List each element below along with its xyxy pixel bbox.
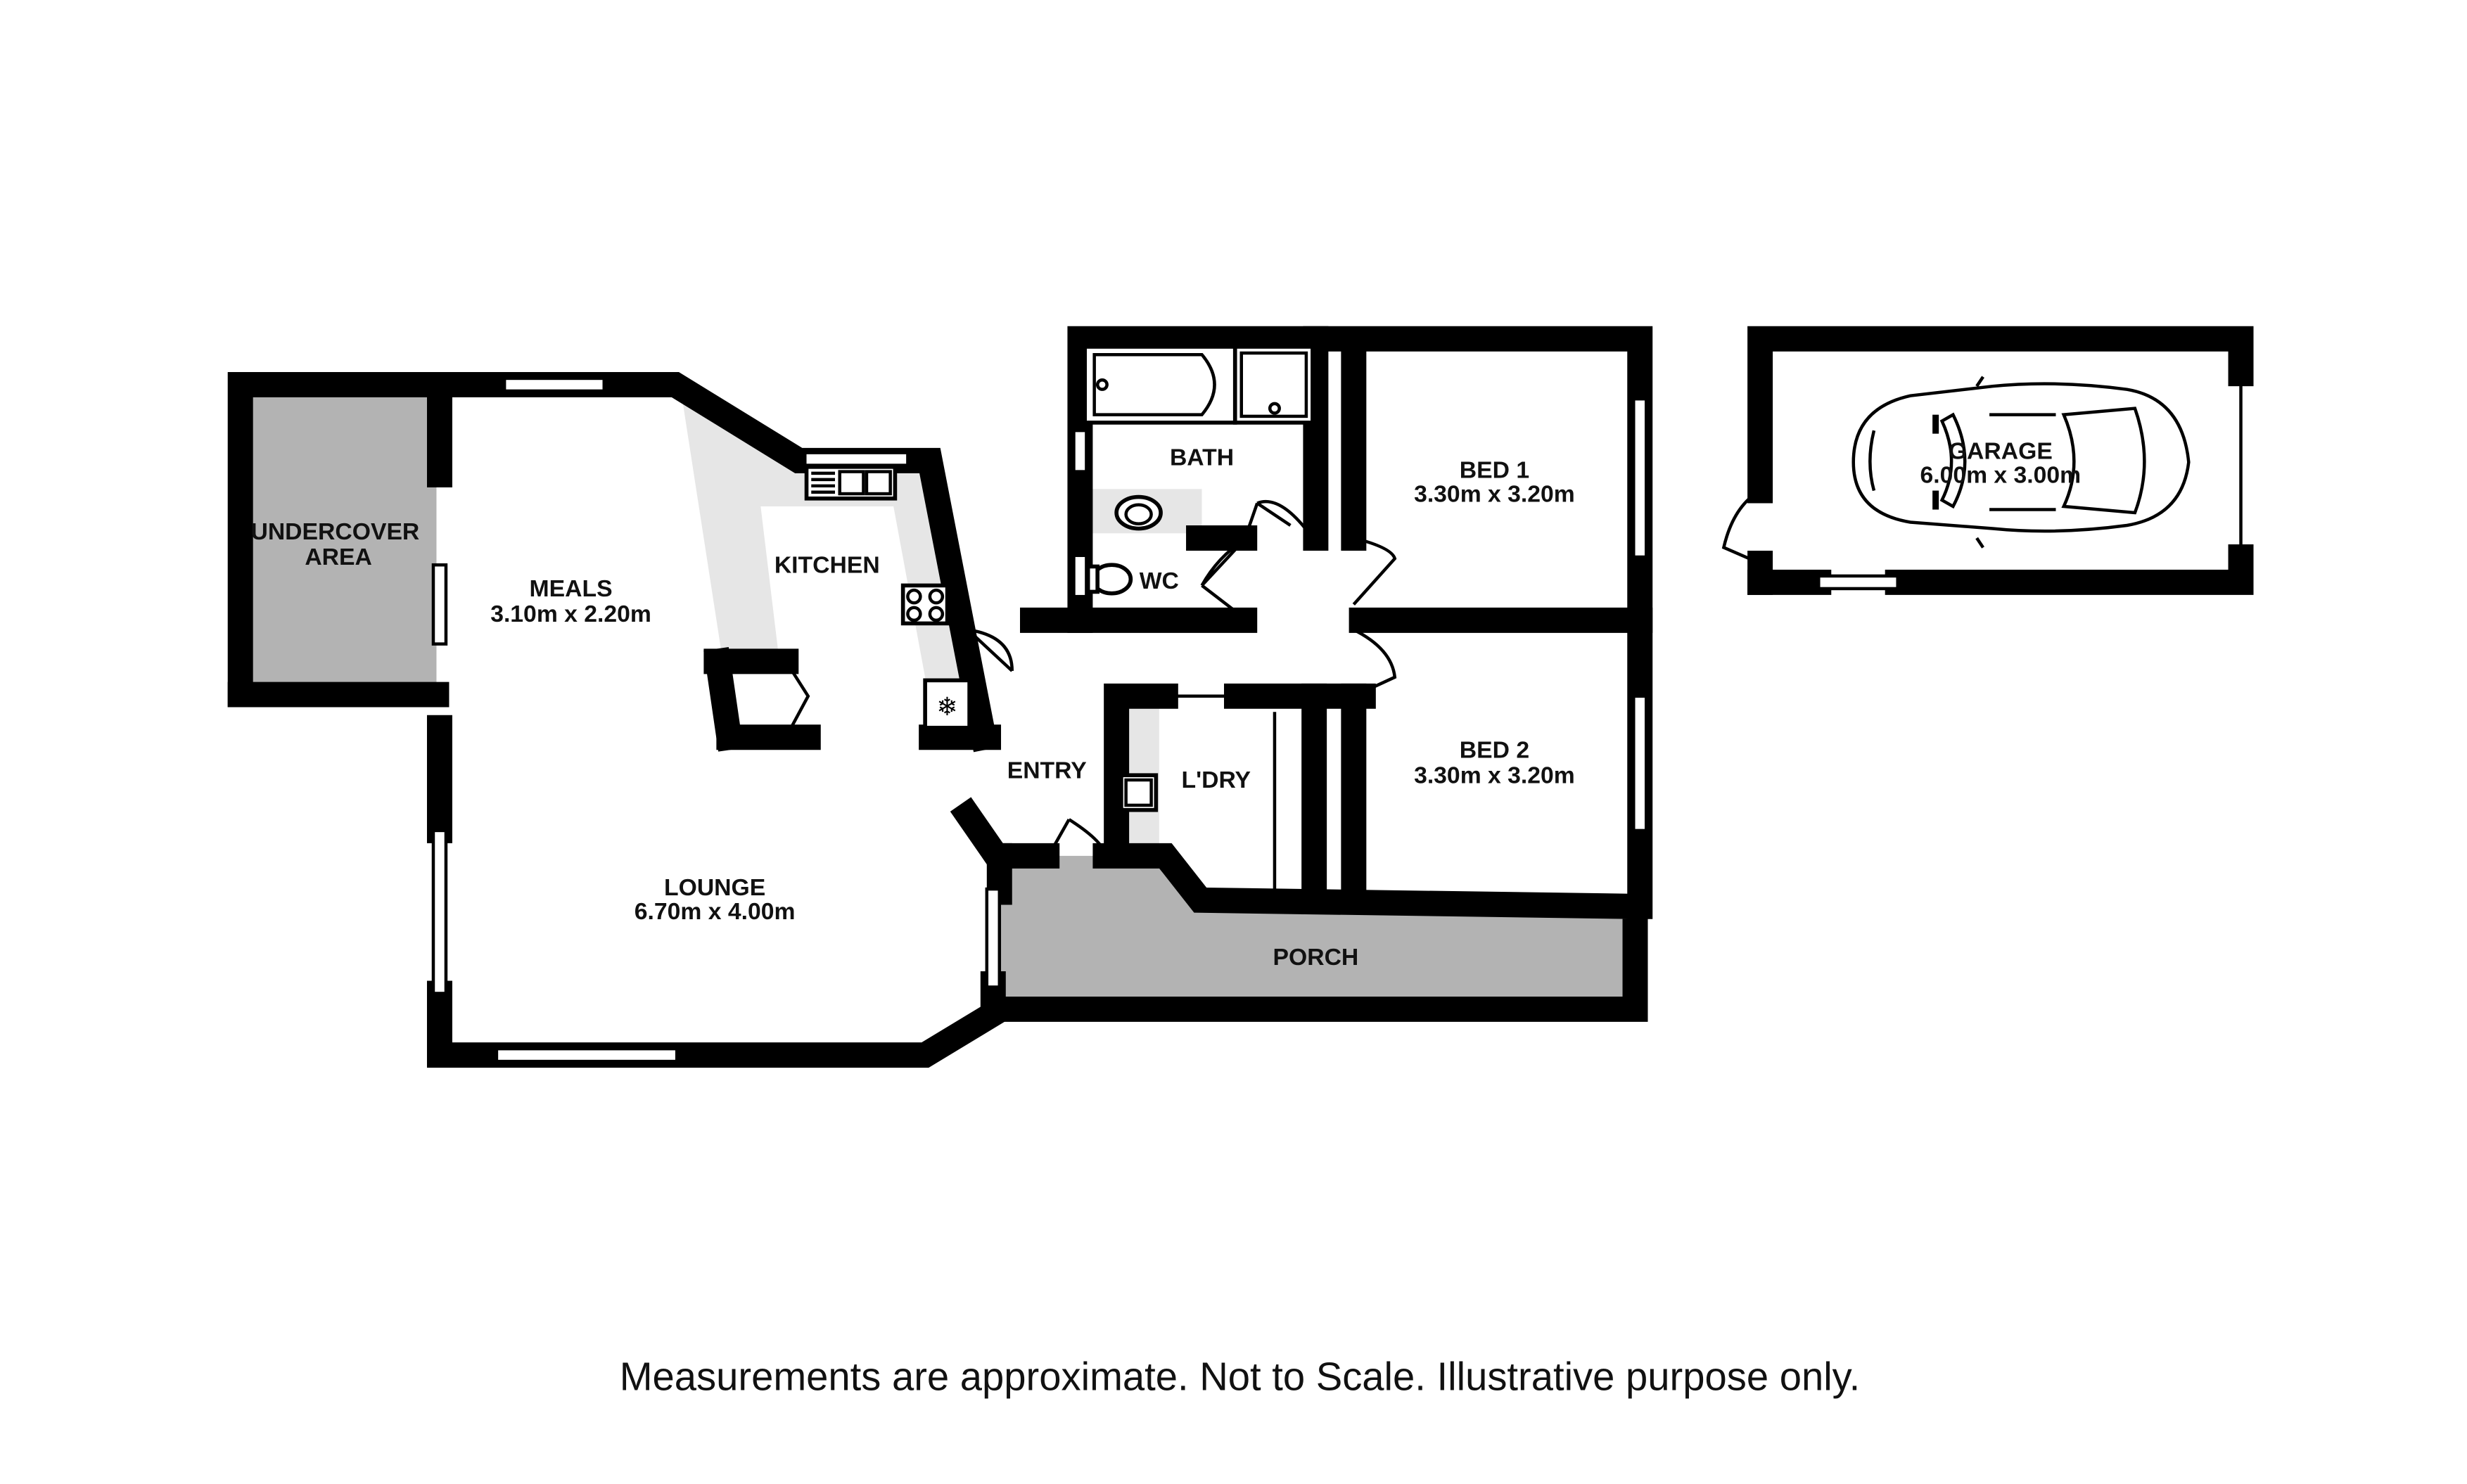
garage-walls xyxy=(1747,326,2254,595)
bathtub xyxy=(1083,345,1237,425)
svg-text:UNDERCOVER AREA: UNDERCOVER AREA xyxy=(250,518,426,570)
lounge-label: LOUNGE xyxy=(664,874,765,901)
car-icon xyxy=(1851,376,2191,549)
bath-label: BATH xyxy=(1170,444,1234,471)
garage-size: 6.00m x 3.00m xyxy=(1920,461,2081,488)
wc-label: WC xyxy=(1140,568,1179,594)
fridge xyxy=(923,678,971,730)
undercover-label-line1: UNDERCOVER xyxy=(250,518,419,545)
bed1-size: 3.30m x 3.20m xyxy=(1414,480,1575,507)
fixtures: ❄ xyxy=(804,345,1315,812)
undercover-label-line2: AREA xyxy=(305,544,372,570)
svg-text:❄: ❄ xyxy=(937,693,958,722)
room-labels: UNDERCOVER AREA MEALS 3.10m x 2.20m KITC… xyxy=(250,438,2081,971)
doors xyxy=(783,364,1761,894)
bed2-size: 3.30m x 3.20m xyxy=(1414,762,1575,788)
bed2-label: BED 2 xyxy=(1460,736,1529,763)
bed1-label: BED 1 xyxy=(1460,457,1529,484)
entry-label: ENTRY xyxy=(1007,757,1087,784)
garage-label: GARAGE xyxy=(1949,438,2053,465)
meals-size: 3.10m x 2.20m xyxy=(490,601,651,627)
disclaimer-text: Measurements are approximate. Not to Sca… xyxy=(620,1355,1860,1399)
shower xyxy=(1232,345,1315,425)
undercover-area-fill xyxy=(240,384,437,695)
kitchen-label: KITCHEN xyxy=(774,551,880,578)
windows xyxy=(431,373,2243,1063)
laundry-label: L'DRY xyxy=(1181,767,1251,793)
porch-label: PORCH xyxy=(1273,944,1359,971)
porch-area-fill xyxy=(999,855,1636,1009)
lounge-size: 6.70m x 4.00m xyxy=(635,898,796,925)
meals-label: MEALS xyxy=(530,575,613,602)
